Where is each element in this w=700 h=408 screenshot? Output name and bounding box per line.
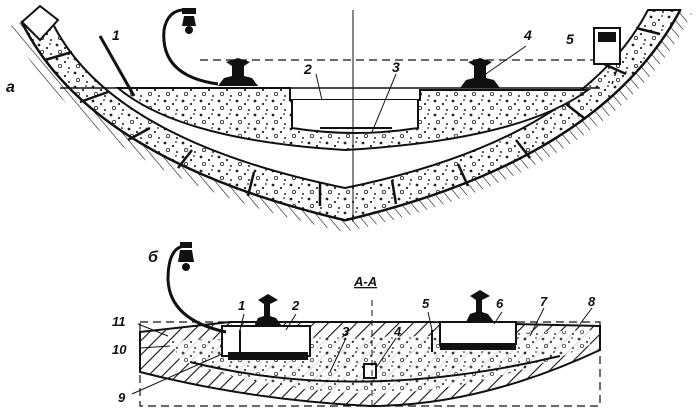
drain-pipe-1: [98, 35, 136, 97]
clearance-dashed-line: [200, 59, 621, 85]
cable-box-5: [593, 27, 621, 65]
left-sleeper-9: [221, 325, 311, 360]
callout-a-1: 1: [112, 27, 120, 43]
callout-b-5: 5: [422, 296, 430, 311]
callout-a-2: 2: [303, 61, 312, 77]
callout-b-10: 10: [112, 342, 127, 357]
callout-b-6: 6: [496, 296, 504, 311]
contact-rail-hanger-a: [162, 8, 219, 86]
callout-a-3: 3: [392, 59, 400, 75]
callout-b-9: 9: [118, 390, 126, 405]
right-sleeper: [439, 321, 517, 350]
lining-block-joints: [44, 26, 661, 206]
figure-a-tunnel-section: а 1 2 3 4 5: [6, 4, 692, 232]
callout-b-4: 4: [393, 324, 402, 339]
figure-b-letter: б: [148, 249, 159, 266]
small-block-4: [363, 363, 377, 379]
callout-b-3: 3: [342, 324, 350, 339]
concrete-lining-band: [20, 9, 682, 222]
callout-b-8: 8: [588, 294, 596, 309]
callout-b-7: 7: [540, 294, 548, 309]
right-rail: [460, 58, 500, 88]
callout-a-5: 5: [566, 31, 574, 47]
section-title: А-А: [353, 274, 377, 289]
callout-a-4: 4: [523, 27, 532, 43]
left-rail: [218, 58, 258, 86]
contact-rail-hanger-b: [166, 242, 227, 334]
soil-hatching: [10, 10, 692, 232]
callout-b-11: 11: [112, 314, 126, 329]
figure-b-longitudinal-section: б А-А 1 2 3 4 5 6 7 8 9 10 11: [112, 242, 601, 408]
right-rail-b: [466, 290, 494, 322]
figure-a-letter: а: [6, 79, 15, 96]
callout-b-2: 2: [291, 298, 300, 313]
drainage-trough: [291, 100, 419, 134]
callout-b-1: 1: [238, 298, 245, 313]
left-rail-b: [254, 294, 282, 326]
